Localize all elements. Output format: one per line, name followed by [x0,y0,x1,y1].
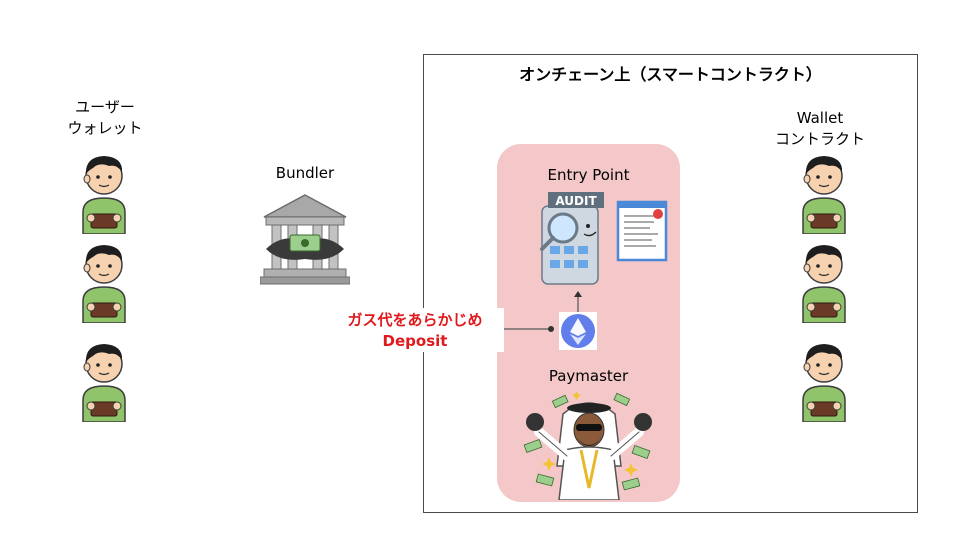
wallet-contract-label: Wallet コントラクト [770,108,870,150]
rich-sheikh-icon [523,392,652,500]
wallet-contract-person-icon [799,152,849,234]
bundler-label: Bundler [275,164,335,182]
deposit-label-background [326,308,504,352]
person-with-wallet-icon [79,241,129,323]
wallet-contract-label-line1: Wallet [796,109,844,127]
paymaster-label: Paymaster [548,367,629,385]
user-wallet-label-line2: ウォレット [67,119,143,137]
audit-building-icon: AUDIT [540,192,668,285]
deposit-arrow-icon [504,326,554,332]
bank-icon [260,194,350,285]
person-with-wallet-icon [79,340,129,422]
wallet-contract-person-icon [799,340,849,422]
deposit-label-line2: Deposit [382,332,448,350]
wallet-contract-label-line2: コントラクト [774,130,865,148]
deposit-label-line1: ガス代をあらかじめ [347,311,483,329]
onchain-boundary [423,54,918,513]
onchain-title: オンチェーン上（スマートコントラクト） [519,65,822,84]
audit-badge-text: AUDIT [555,194,597,208]
user-wallet-label: ユーザー ウォレット [60,97,150,139]
ethereum-icon [559,312,597,350]
wallet-contract-person-icon [799,241,849,323]
person-with-wallet-icon [79,152,129,234]
user-wallet-label-line1: ユーザー [75,98,135,116]
entry-point-label: Entry Point [547,166,630,184]
